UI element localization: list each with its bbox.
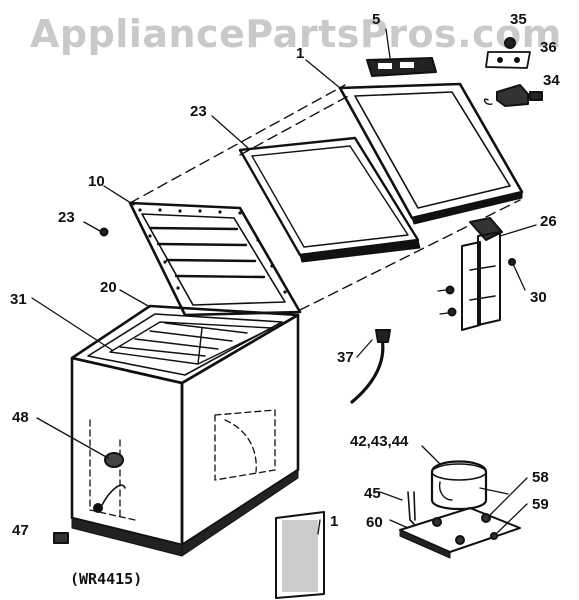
handle-part <box>366 57 437 77</box>
door-gasket <box>238 136 421 263</box>
compressor-assembly <box>399 460 521 559</box>
callout-48: 48 <box>12 409 29 426</box>
part-47 <box>53 532 69 544</box>
cabinet <box>70 304 300 557</box>
power-cord <box>350 329 391 404</box>
callout-23-gasket: 23 <box>190 103 207 120</box>
callout-58: 58 <box>532 469 549 486</box>
callout-31: 31 <box>10 291 27 308</box>
callout-60: 60 <box>366 514 383 531</box>
callout-42-43-44: 42,43,44 <box>350 433 409 450</box>
callout-30: 30 <box>530 289 547 306</box>
watermark: AppliancePartsPros.com <box>30 12 562 56</box>
callout-47: 47 <box>12 522 29 539</box>
callout-1-door: 1 <box>296 45 305 62</box>
hinge-assembly <box>437 217 516 331</box>
callout-26: 26 <box>540 213 557 230</box>
callout-36: 36 <box>540 39 557 56</box>
callout-23-screw: 23 <box>58 209 75 226</box>
assembly-lines <box>129 84 521 311</box>
callout-35: 35 <box>510 11 527 28</box>
leader-lines <box>31 28 537 535</box>
callout-5: 5 <box>372 11 381 28</box>
callout-1-panel: 1 <box>330 513 339 530</box>
callout-45: 45 <box>364 485 381 502</box>
callout-20: 20 <box>100 279 117 296</box>
screw-part <box>99 227 109 237</box>
lid <box>128 201 302 317</box>
callout-10: 10 <box>88 173 105 190</box>
callout-37: 37 <box>337 349 354 366</box>
rear-panel <box>275 511 325 599</box>
lock-parts <box>483 37 543 107</box>
door-panel <box>338 82 524 225</box>
model-code: (WR4415) <box>70 570 143 588</box>
callout-34: 34 <box>543 72 560 89</box>
callout-59: 59 <box>532 496 549 513</box>
